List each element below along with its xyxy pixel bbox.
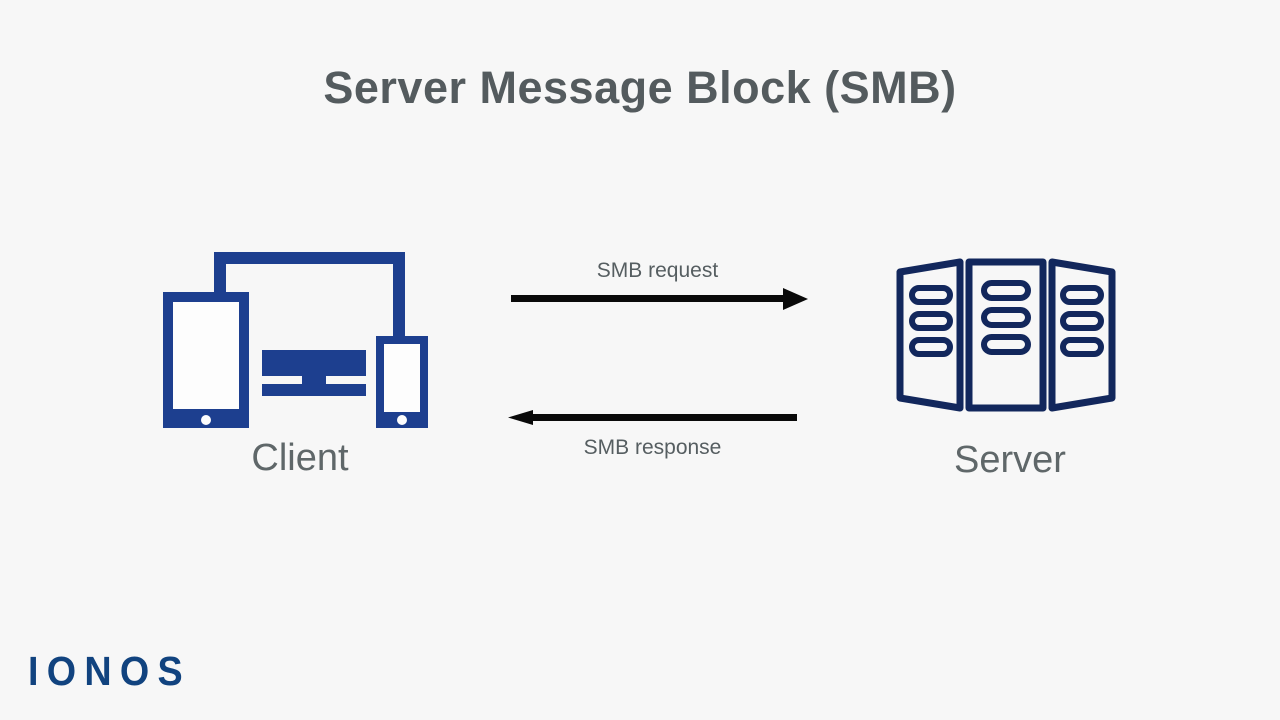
- monitor-icon: [262, 350, 366, 396]
- client-label: Client: [251, 437, 349, 479]
- server-slots-left: [909, 285, 953, 357]
- server-slots-right: [1060, 285, 1104, 357]
- page-title: Server Message Block (SMB): [323, 62, 957, 113]
- flow-arrows: [495, 252, 820, 467]
- server-node: [886, 250, 1126, 420]
- server-panel-right: [1048, 258, 1116, 412]
- client-node: [150, 248, 430, 438]
- server-label: Server: [954, 439, 1066, 481]
- smb-response-label: SMB response: [583, 436, 722, 459]
- server-slots-center: [981, 280, 1031, 355]
- smb-request-label: SMB request: [596, 259, 719, 282]
- server-panel-center: [965, 258, 1047, 412]
- server-panel-left: [896, 258, 964, 412]
- smartphone-icon: [376, 336, 428, 428]
- server-rack-icon: [896, 258, 1116, 412]
- ionos-logo: IONOS: [28, 648, 191, 694]
- client-devices-icon: [163, 252, 428, 428]
- tablet-icon: [163, 292, 249, 428]
- smb-response-arrow: [508, 410, 797, 425]
- smb-request-arrow: [511, 288, 808, 310]
- client-connector-bracket: [214, 252, 405, 336]
